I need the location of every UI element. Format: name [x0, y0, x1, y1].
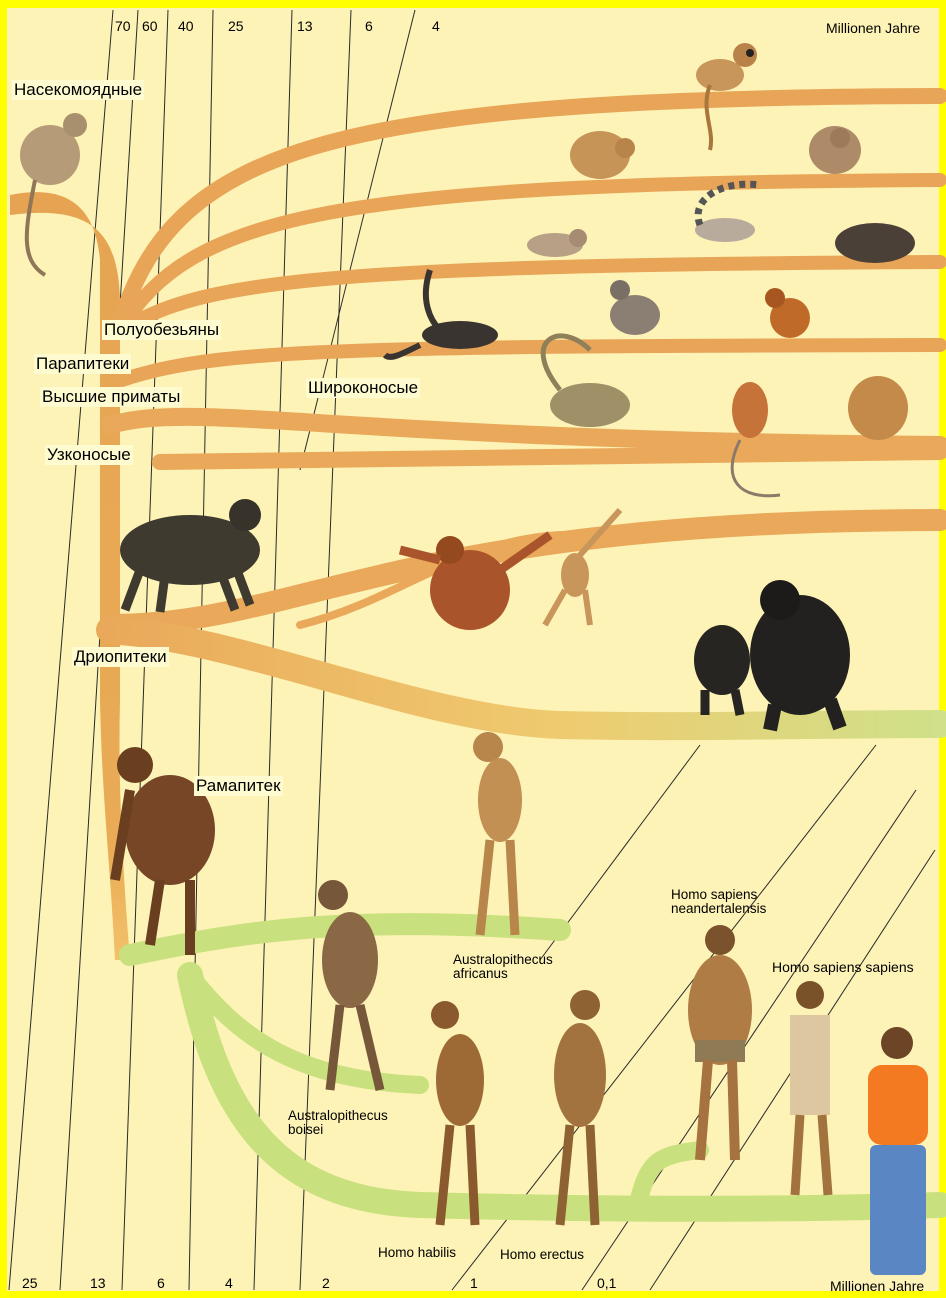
label-dryopithecus: Дриопитеки — [72, 647, 169, 667]
bottom-tick-6: 6 — [157, 1275, 165, 1291]
label-boisei-species: boisei — [288, 1123, 388, 1137]
label-homo-erectus: Homo erectus — [500, 1248, 584, 1262]
label-prosimians: Полуобезьяны — [102, 320, 221, 340]
label-homo-neanderthalensis: Homo sapiens neandertalensis — [671, 888, 766, 916]
label-australopithecus-africanus: Australopithecus africanus — [453, 953, 553, 981]
label-homo-sapiens-sapiens: Homo sapiens sapiens — [772, 960, 914, 974]
top-tick-60: 60 — [142, 18, 158, 34]
label-neander-genus: Homo sapiens — [671, 888, 766, 902]
label-africanus-species: africanus — [453, 967, 553, 981]
label-catarrhines: Узконосые — [45, 445, 133, 465]
bottom-tick-2: 2 — [322, 1275, 330, 1291]
slow-loris-figure — [809, 126, 861, 174]
top-tick-6: 6 — [365, 18, 373, 34]
top-tick-13: 13 — [297, 18, 313, 34]
label-ramapithecus: Рамапитек — [194, 776, 283, 796]
bottom-scale-unit: Millionen Jahre — [830, 1278, 924, 1294]
label-neander-species: neandertalensis — [671, 902, 766, 916]
indri-figure — [835, 223, 915, 263]
label-parapithecus: Парапитеки — [34, 354, 131, 374]
bottom-tick-1: 1 — [470, 1275, 478, 1291]
label-africanus-genus: Australopithecus — [453, 953, 553, 967]
label-boisei-genus: Australopithecus — [288, 1109, 388, 1123]
top-scale-unit: Millionen Jahre — [826, 20, 920, 36]
label-australopithecus-boisei: Australopithecus boisei — [288, 1109, 388, 1137]
label-homo-habilis: Homo habilis — [378, 1246, 456, 1260]
bottom-tick-13: 13 — [90, 1275, 106, 1291]
label-higher-primates: Высшие приматы — [40, 387, 182, 407]
top-tick-25: 25 — [228, 18, 244, 34]
bottom-tick-4: 4 — [225, 1275, 233, 1291]
baboon-figure — [848, 376, 908, 440]
bottom-tick-25: 25 — [22, 1275, 38, 1291]
top-tick-4: 4 — [432, 18, 440, 34]
top-tick-70: 70 — [115, 18, 131, 34]
bottom-tick-0-1: 0,1 — [597, 1275, 616, 1291]
label-platyrrhines: Широконосые — [306, 378, 420, 398]
top-tick-40: 40 — [178, 18, 194, 34]
label-insectivores: Насекомоядные — [12, 80, 144, 100]
